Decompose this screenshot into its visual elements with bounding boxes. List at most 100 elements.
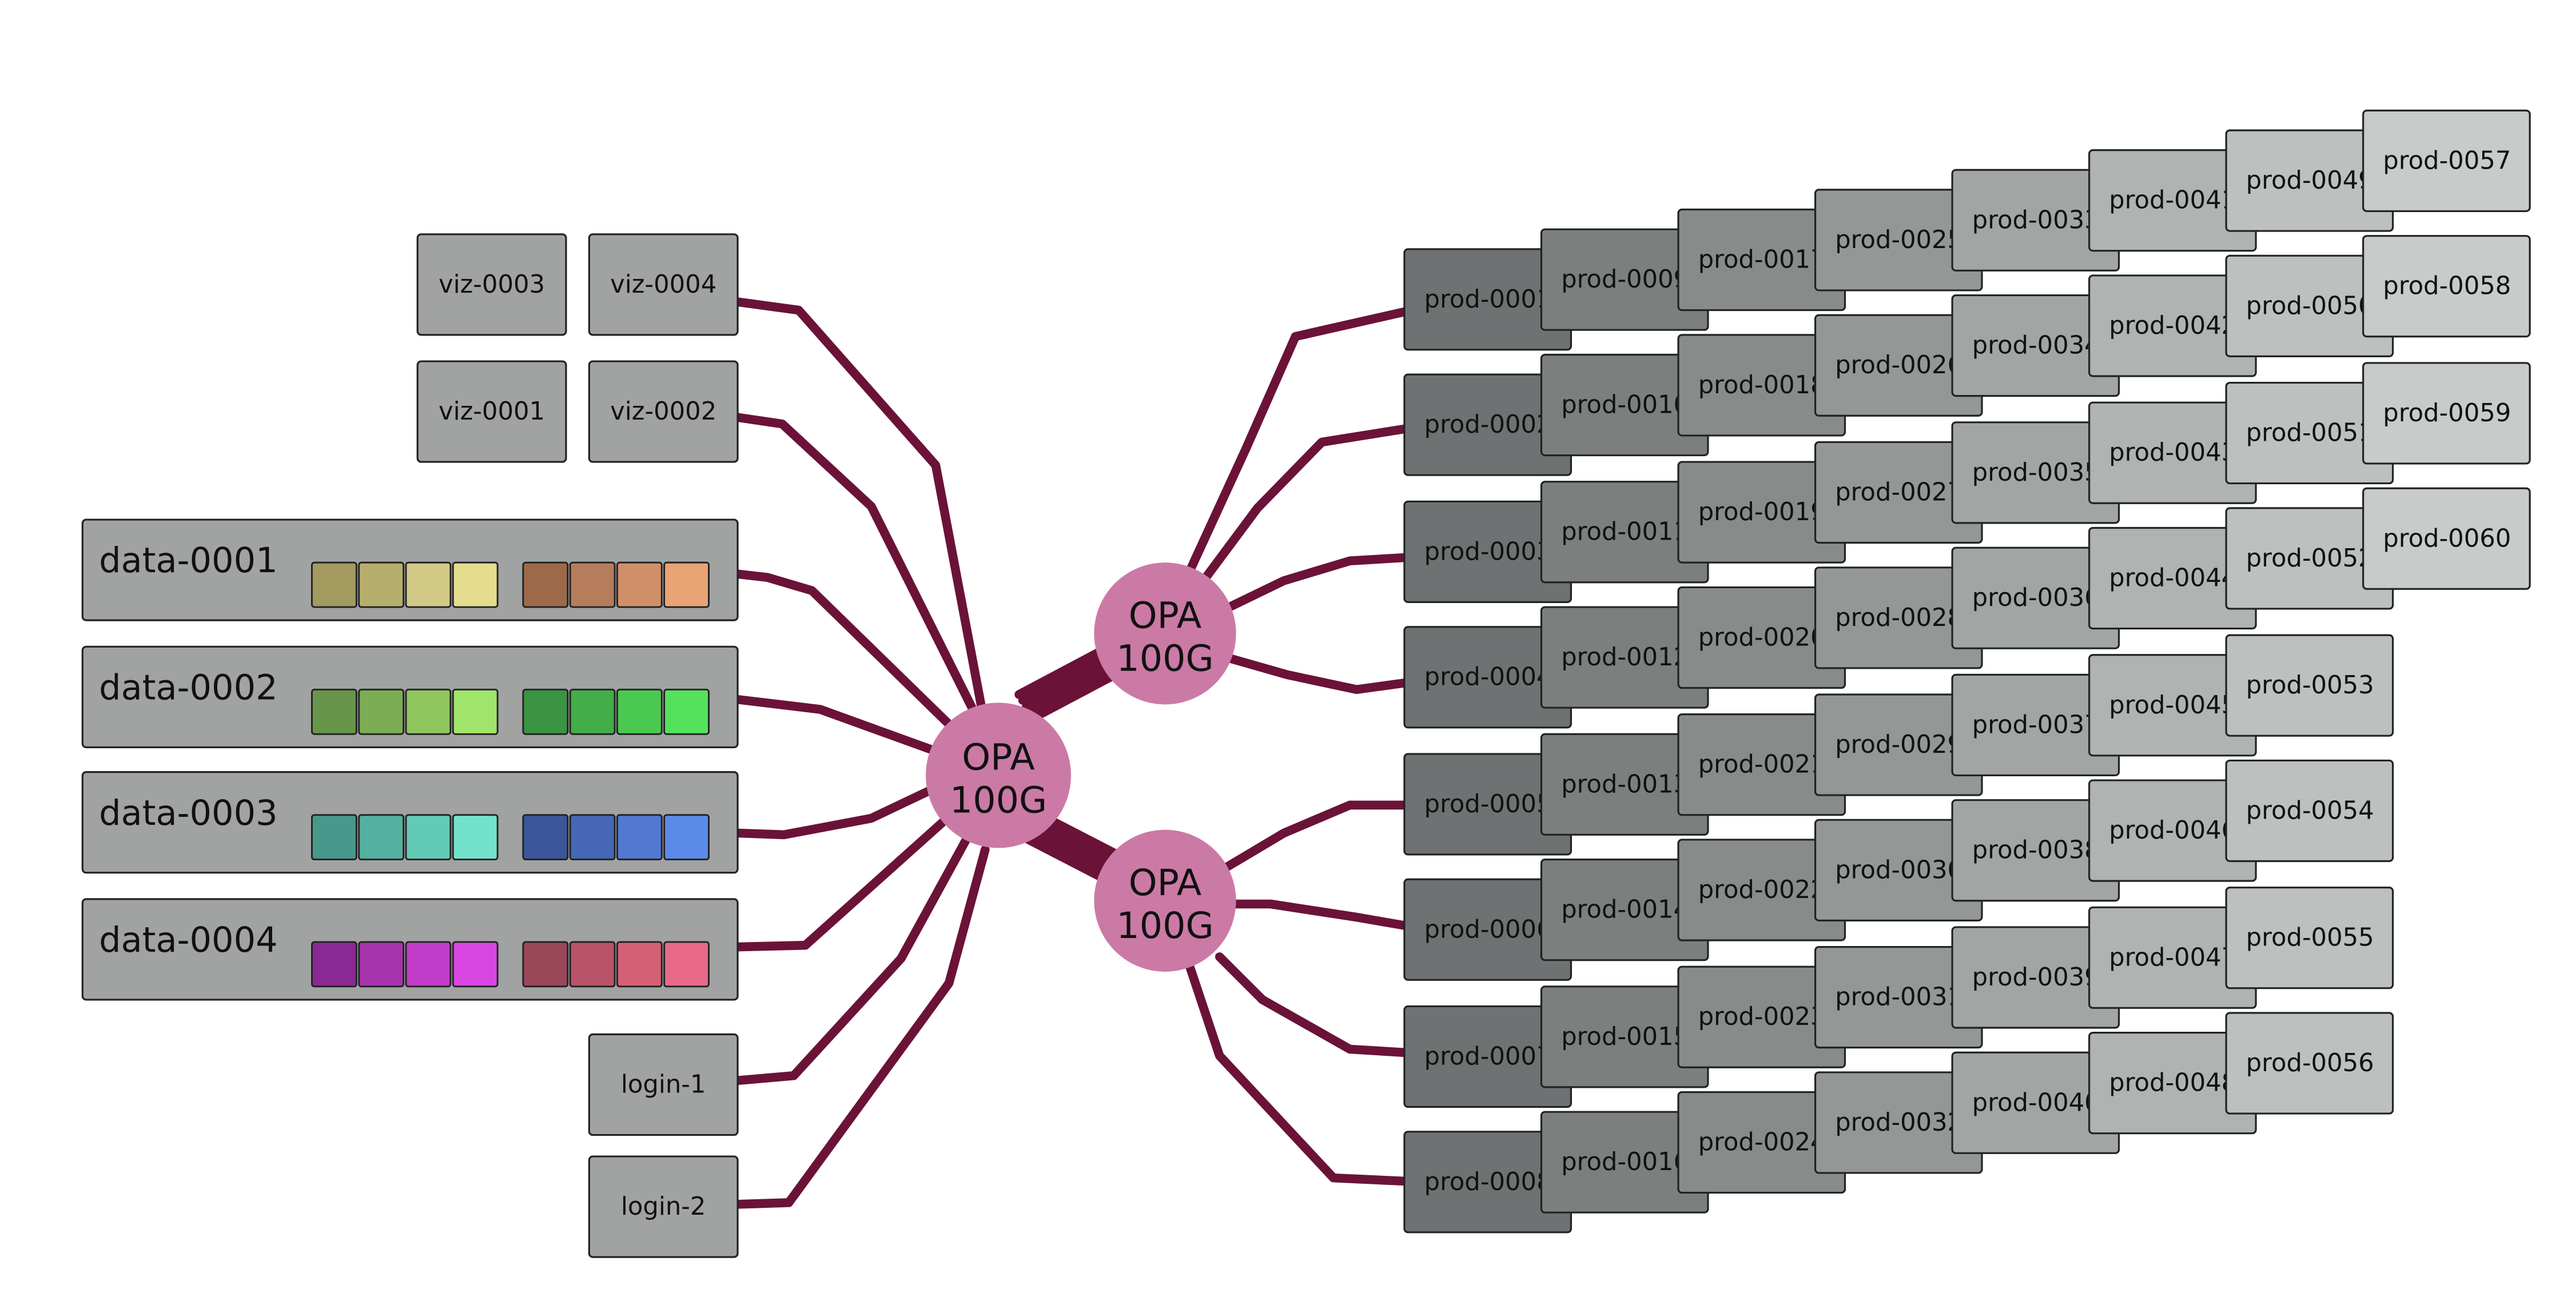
disk-data-0002-3 [405,688,452,735]
viz-node-viz-0003[interactable]: viz-0003 [416,233,567,336]
viz-node-viz-0001[interactable]: viz-0001 [416,360,567,463]
prod-node-prod-0010-label: prod-0010 [1561,391,1689,420]
prod-node-prod-0028-label: prod-0028 [1835,604,1963,632]
prod-node-prod-0009[interactable]: prod-0009 [1540,228,1709,331]
prod-node-prod-0050-label: prod-0050 [2246,292,2374,320]
prod-node-prod-0018[interactable]: prod-0018 [1677,334,1846,437]
prod-node-prod-0033[interactable]: prod-0033 [1951,169,2120,272]
disk-data-0001-4 [452,561,499,608]
data-node-data-0002[interactable]: data-0002 [81,645,739,748]
login-node-login-2-label: login-2 [621,1192,706,1221]
prod-node-prod-0022[interactable]: prod-0022 [1677,839,1846,941]
prod-node-prod-0038[interactable]: prod-0038 [1951,799,2120,902]
prod-node-prod-0054[interactable]: prod-0054 [2225,759,2394,863]
data-node-data-0004[interactable]: data-0004 [81,898,739,1001]
prod-node-prod-0001[interactable]: prod-0001 [1403,248,1572,351]
prod-node-prod-0059[interactable]: prod-0059 [2362,362,2531,465]
prod-node-prod-0034[interactable]: prod-0034 [1951,294,2120,397]
viz-node-viz-0004-rect [588,233,739,336]
prod-node-prod-0057[interactable]: prod-0057 [2362,109,2531,212]
prod-node-prod-0050[interactable]: prod-0050 [2225,254,2394,357]
opa-switch-lower-line1: OPA [1129,861,1202,904]
prod-node-prod-0039[interactable]: prod-0039 [1951,926,2120,1029]
disk-data-0004-7 [616,941,663,988]
prod-node-prod-0020[interactable]: prod-0020 [1677,586,1846,689]
disk-data-0002-2 [358,688,405,735]
opa-switch-upper-line2: 100G [1116,637,1213,680]
prod-node-prod-0048[interactable]: prod-0048 [2088,1032,2257,1135]
prod-node-prod-0040[interactable]: prod-0040 [1951,1051,2120,1154]
prod-node-prod-0036-label: prod-0036 [1972,584,2100,612]
prod-node-prod-0019[interactable]: prod-0019 [1677,461,1846,564]
prod-node-prod-0003-label: prod-0003 [1424,537,1552,566]
prod-node-prod-0012[interactable]: prod-0012 [1540,606,1709,709]
disk-data-0004-2 [358,941,405,988]
prod-node-prod-0052[interactable]: prod-0052 [2225,507,2394,610]
prod-node-prod-0007[interactable]: prod-0007 [1403,1005,1572,1108]
prod-node-prod-0052-label: prod-0052 [2246,544,2374,573]
login-node-login-1[interactable]: login-1 [588,1033,739,1136]
prod-node-prod-0010[interactable]: prod-0010 [1540,353,1709,457]
prod-node-prod-0024[interactable]: prod-0024 [1677,1091,1846,1194]
prod-node-prod-0046[interactable]: prod-0046 [2088,779,2257,882]
prod-node-prod-0017-label: prod-0017 [1698,246,1826,274]
prod-node-prod-0043[interactable]: prod-0043 [2088,401,2257,504]
prod-node-prod-0055-label: prod-0055 [2246,924,2374,952]
prod-node-prod-0014[interactable]: prod-0014 [1540,859,1709,961]
prod-node-prod-0059-rect [2362,362,2531,465]
prod-node-prod-0032[interactable]: prod-0032 [1814,1071,1983,1174]
prod-node-prod-0053[interactable]: prod-0053 [2225,634,2394,737]
prod-node-prod-0011[interactable]: prod-0011 [1540,481,1709,584]
prod-node-prod-0056[interactable]: prod-0056 [2225,1012,2394,1115]
prod-node-prod-0031[interactable]: prod-0031 [1814,945,1983,1049]
disk-data-0001-5 [522,561,569,608]
prod-node-prod-0049[interactable]: prod-0049 [2225,129,2394,232]
prod-node-prod-0021[interactable]: prod-0021 [1677,713,1846,816]
prod-node-prod-0037[interactable]: prod-0037 [1951,673,2120,777]
disk-data-0003-4 [452,814,499,861]
login-node-login-2[interactable]: login-2 [588,1155,739,1258]
prod-node-prod-0028[interactable]: prod-0028 [1814,566,1983,669]
disk-data-0002-5 [522,688,569,735]
prod-node-prod-0015[interactable]: prod-0015 [1540,985,1709,1088]
data-node-data-0001[interactable]: data-0001 [81,518,739,621]
prod-node-prod-0041[interactable]: prod-0041 [2088,149,2257,252]
viz-node-viz-0002[interactable]: viz-0002 [588,360,739,463]
prod-node-prod-0026[interactable]: prod-0026 [1814,314,1983,417]
prod-node-prod-0035[interactable]: prod-0035 [1951,421,2120,524]
disk-data-0003-2 [358,814,405,861]
prod-node-prod-0042[interactable]: prod-0042 [2088,274,2257,377]
prod-node-prod-0002[interactable]: prod-0002 [1403,373,1572,476]
prod-node-prod-0055[interactable]: prod-0055 [2225,887,2394,989]
prod-node-prod-0025[interactable]: prod-0025 [1814,189,1983,292]
link-login-1 [733,833,972,1085]
prod-node-prod-0045[interactable]: prod-0045 [2088,654,2257,757]
prod-node-prod-0013[interactable]: prod-0013 [1540,733,1709,836]
prod-node-prod-0044[interactable]: prod-0044 [2088,526,2257,630]
prod-node-prod-0003[interactable]: prod-0003 [1403,500,1572,603]
prod-node-prod-0025-label: prod-0025 [1835,226,1963,254]
prod-node-prod-0023[interactable]: prod-0023 [1677,965,1846,1068]
prod-node-prod-0004-label: prod-0004 [1424,663,1552,692]
prod-node-prod-0027[interactable]: prod-0027 [1814,441,1983,544]
prod-node-prod-0058[interactable]: prod-0058 [2362,235,2531,338]
prod-node-prod-0029[interactable]: prod-0029 [1814,693,1983,796]
link-login-2 [733,845,990,1209]
prod-node-prod-0008[interactable]: prod-0008 [1403,1131,1572,1234]
prod-node-prod-0060[interactable]: prod-0060 [2362,487,2531,590]
viz-node-viz-0004[interactable]: viz-0004 [588,233,739,336]
prod-node-prod-0042-label: prod-0042 [2109,312,2237,340]
data-node-data-0003[interactable]: data-0003 [81,771,739,874]
prod-node-prod-0055-rect [2225,887,2394,989]
login-node-login-1-rect [588,1033,739,1136]
prod-node-prod-0016[interactable]: prod-0016 [1540,1111,1709,1214]
link-data-0002 [733,695,939,755]
link-prod-0001 [1185,307,1409,576]
prod-node-prod-0030[interactable]: prod-0030 [1814,819,1983,921]
prod-node-prod-0006[interactable]: prod-0006 [1403,878,1572,981]
